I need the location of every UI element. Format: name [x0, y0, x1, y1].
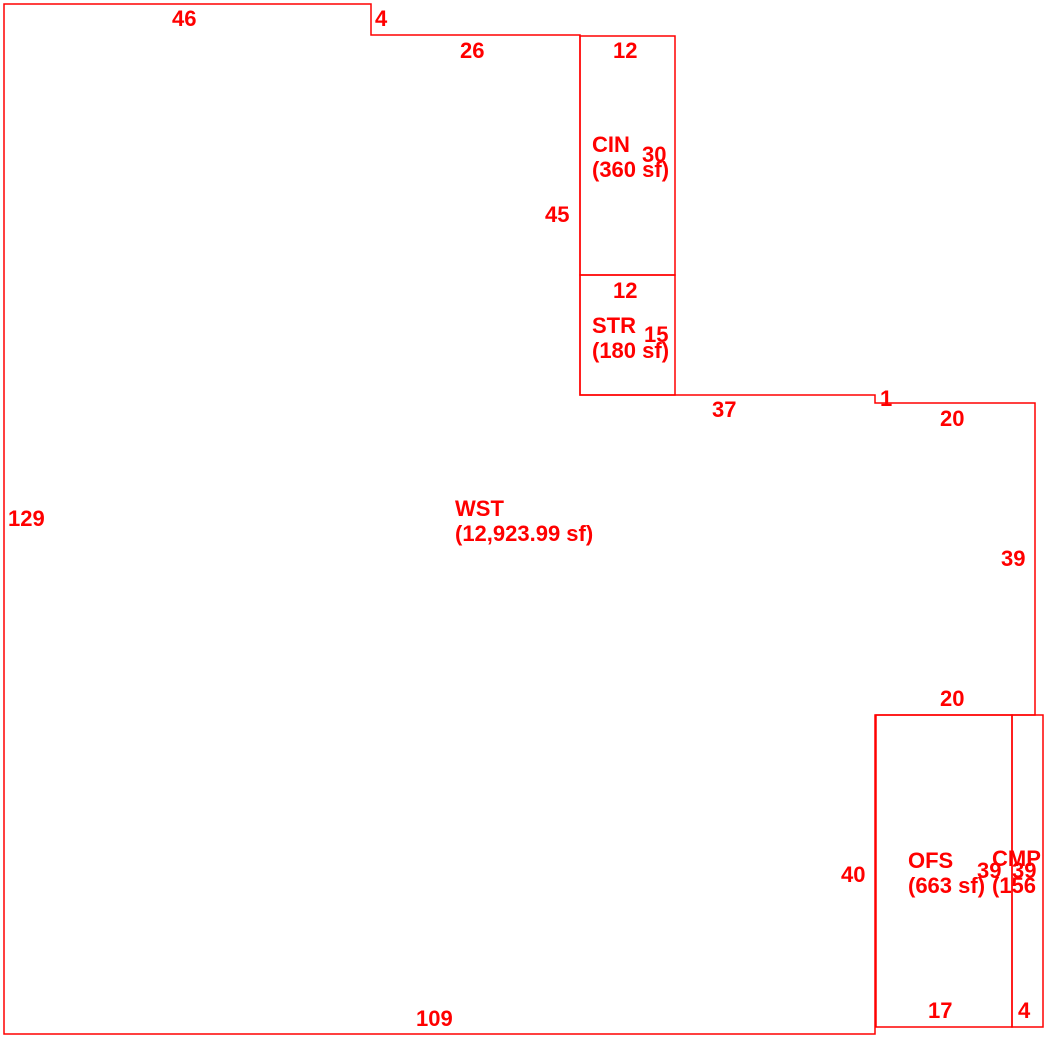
dim-bottom: 109: [416, 1006, 453, 1031]
ofs-code: OFS: [908, 848, 953, 873]
dim-jog: 1: [880, 386, 892, 411]
dim-ofs-bottom: 17: [928, 998, 952, 1023]
cmp-code: CMP: [992, 846, 1041, 871]
cin-code: CIN: [592, 132, 630, 157]
str-area: (180 sf): [592, 338, 669, 363]
dim-cin-top: 12: [613, 38, 637, 63]
dim-right-top: 20: [940, 406, 964, 431]
wst-code: WST: [455, 496, 504, 521]
dim-str-right: 15: [644, 322, 668, 347]
dim-ofs-right-a: 39: [977, 858, 1001, 883]
dim-right-side: 39: [1001, 546, 1025, 571]
dim-top-left: 46: [172, 6, 196, 31]
ofs-area: (663 sf): [908, 873, 985, 898]
dim-cin-left: 45: [545, 202, 569, 227]
dim-step-small: 4: [375, 6, 388, 31]
dim-ofs-right-b: 39: [1012, 858, 1036, 883]
dim-ofs-left: 40: [841, 862, 865, 887]
dim-str-top: 12: [613, 278, 637, 303]
dim-mid-step: 37: [712, 397, 736, 422]
cmp-area: (156: [992, 873, 1036, 898]
wst-area: (12,923.99 sf): [455, 521, 593, 546]
dim-cmp-bottom: 4: [1018, 998, 1031, 1023]
dim-ofs-top: 20: [940, 686, 964, 711]
dim-top-mid: 26: [460, 38, 484, 63]
dim-cin-right: 30: [642, 142, 666, 167]
str-code: STR: [592, 313, 636, 338]
cin-area: (360 sf): [592, 157, 669, 182]
cmp-outline: [1011, 714, 1044, 1028]
wst-outline: [3, 3, 1036, 1035]
dim-left-side: 129: [8, 506, 45, 531]
str-outline: [579, 274, 676, 396]
